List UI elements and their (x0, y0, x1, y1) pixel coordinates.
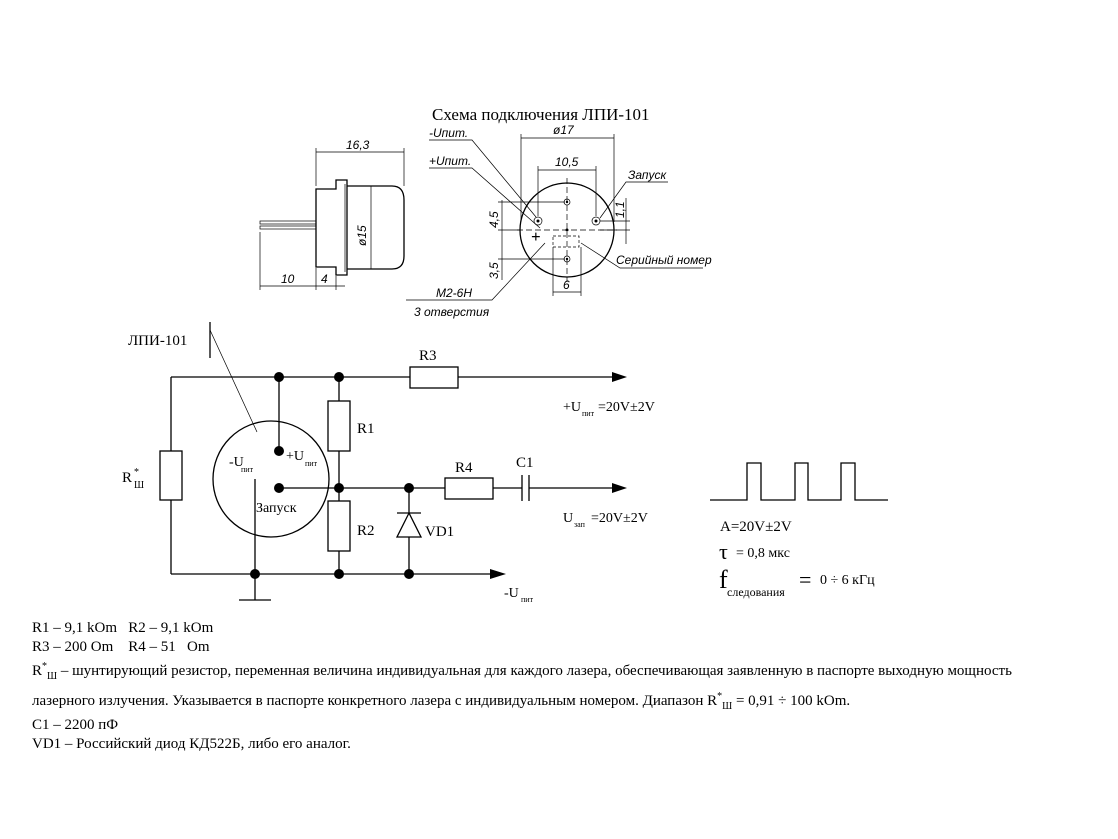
pulse-amplitude: A=20V±2V (720, 519, 792, 535)
diode-vd1 (395, 511, 423, 538)
out-supply-val: =20V±2V (598, 400, 655, 415)
note-line-5: C1 – 2200 пФ (32, 716, 119, 733)
dim-flange: 4 (321, 272, 328, 286)
pin-minus-label: -U (229, 455, 244, 470)
pulse-f-symbol: f (719, 565, 728, 594)
rshunt-star: * (134, 467, 139, 478)
r1-label: R1 (357, 421, 375, 437)
dim-pitch: 10,5 (555, 155, 579, 169)
out-ground-sub: пит (521, 595, 534, 604)
dim-v-offset2: 3,5 (487, 262, 501, 279)
note-line-1: R1 – 9,1 kOm R2 – 9,1 kOm (32, 620, 214, 636)
out-supply-sub: пит (582, 409, 595, 418)
note-line-3: R*Ш – шунтирующий резистор, переменная в… (32, 657, 1102, 686)
dim-v-offset: 4,5 (487, 211, 501, 228)
dim-h-offset: 6 (563, 278, 570, 292)
label-thread: М2-6Н (436, 286, 472, 300)
label-holes: 3 отверстия (414, 305, 490, 319)
c1-label: C1 (516, 455, 534, 471)
drawing-title: Схема подключения ЛПИ-101 (432, 105, 650, 124)
label-trigger: Запуск (628, 168, 668, 182)
label-serial: Серийный номер (616, 253, 712, 267)
r3-label: R3 (419, 348, 437, 364)
vd1-label: VD1 (425, 524, 454, 540)
pulse-f-value: 0 ÷ 6 кГц (820, 573, 875, 588)
dim-length: 16,3 (346, 138, 370, 152)
laser-module (212, 420, 330, 538)
r4-label: R4 (455, 460, 473, 476)
front-view: + ø17 10,5 4,5 3,5 1,1 6 -Uпит. +Uпит. (406, 123, 712, 319)
dim-lead: 10 (281, 272, 295, 286)
dim-top-gap: 1,1 (613, 201, 627, 218)
label-minus-supply: -Uпит. (429, 126, 468, 140)
component-notes: R1 – 9,1 kOm R2 – 9,1 kOm R3 – 200 Om R4… (32, 619, 1102, 754)
note-range-sub: Ш (722, 700, 733, 712)
resistor-r2 (327, 500, 351, 552)
pin-minus-sub: пит (241, 465, 254, 474)
label-plus-supply: +Uпит. (429, 154, 471, 168)
resistor-r1 (327, 400, 351, 452)
note-r: R (32, 663, 43, 680)
out-supply-pre: +U (563, 400, 581, 415)
note-line-2: R3 – 200 Om R4 – 51 Om (32, 639, 210, 656)
pin-plus-sub: пит (305, 459, 318, 468)
schematic: ЛПИ-101 R3 R * Ш -U пит +U пит Запуск (122, 322, 655, 604)
pulse-tau-symbol: τ (719, 539, 728, 564)
note-sub: Ш (47, 671, 58, 683)
note-range-star: * (717, 690, 723, 702)
out-ground-pre: -U (504, 586, 519, 601)
r2-label: R2 (357, 523, 375, 539)
note-range-tail: = 0,91 ÷ 100 kOm. (732, 692, 851, 709)
out-trigger-pre: U (563, 511, 573, 526)
pulse-f-sub: следования (727, 585, 785, 599)
note-range-text: лазерного излучения. Указывается в паспо… (32, 692, 718, 709)
note-line-4: лазерного излучения. Указывается в паспо… (32, 687, 1102, 716)
resistor-rshunt (159, 450, 183, 501)
device-label: ЛПИ-101 (128, 333, 187, 349)
rshunt-sub: Ш (134, 480, 144, 491)
out-trigger-val: =20V±2V (591, 511, 648, 526)
dim-diameter: ø15 (355, 225, 369, 246)
connection-drawing: Схема подключения ЛПИ-101 16,3 ø15 10 4 (122, 105, 888, 604)
pin-plus-label: +U (286, 449, 304, 464)
plus-mark: + (531, 227, 541, 246)
out-trigger-sub: зап (574, 520, 586, 529)
pulse-f-eq: = (799, 567, 811, 592)
rshunt-label: R (122, 470, 132, 486)
side-view: 16,3 ø15 10 4 (259, 138, 405, 290)
pulse-waveform: A=20V±2V τ = 0,8 мкс f следования = 0 ÷ … (710, 462, 888, 599)
resistor-r3 (409, 366, 459, 389)
pulse-tau-value: = 0,8 мкс (736, 546, 790, 561)
dim-outer: ø17 (553, 123, 575, 137)
pin-trigger-label: Запуск (256, 501, 297, 516)
note-star: * (42, 661, 48, 673)
note-line-6: VD1 – Российский диод КД522Б, либо его а… (32, 736, 351, 753)
note-shunt-text: – шунтирующий резистор, переменная велич… (57, 663, 1012, 680)
resistor-r4 (444, 477, 494, 500)
